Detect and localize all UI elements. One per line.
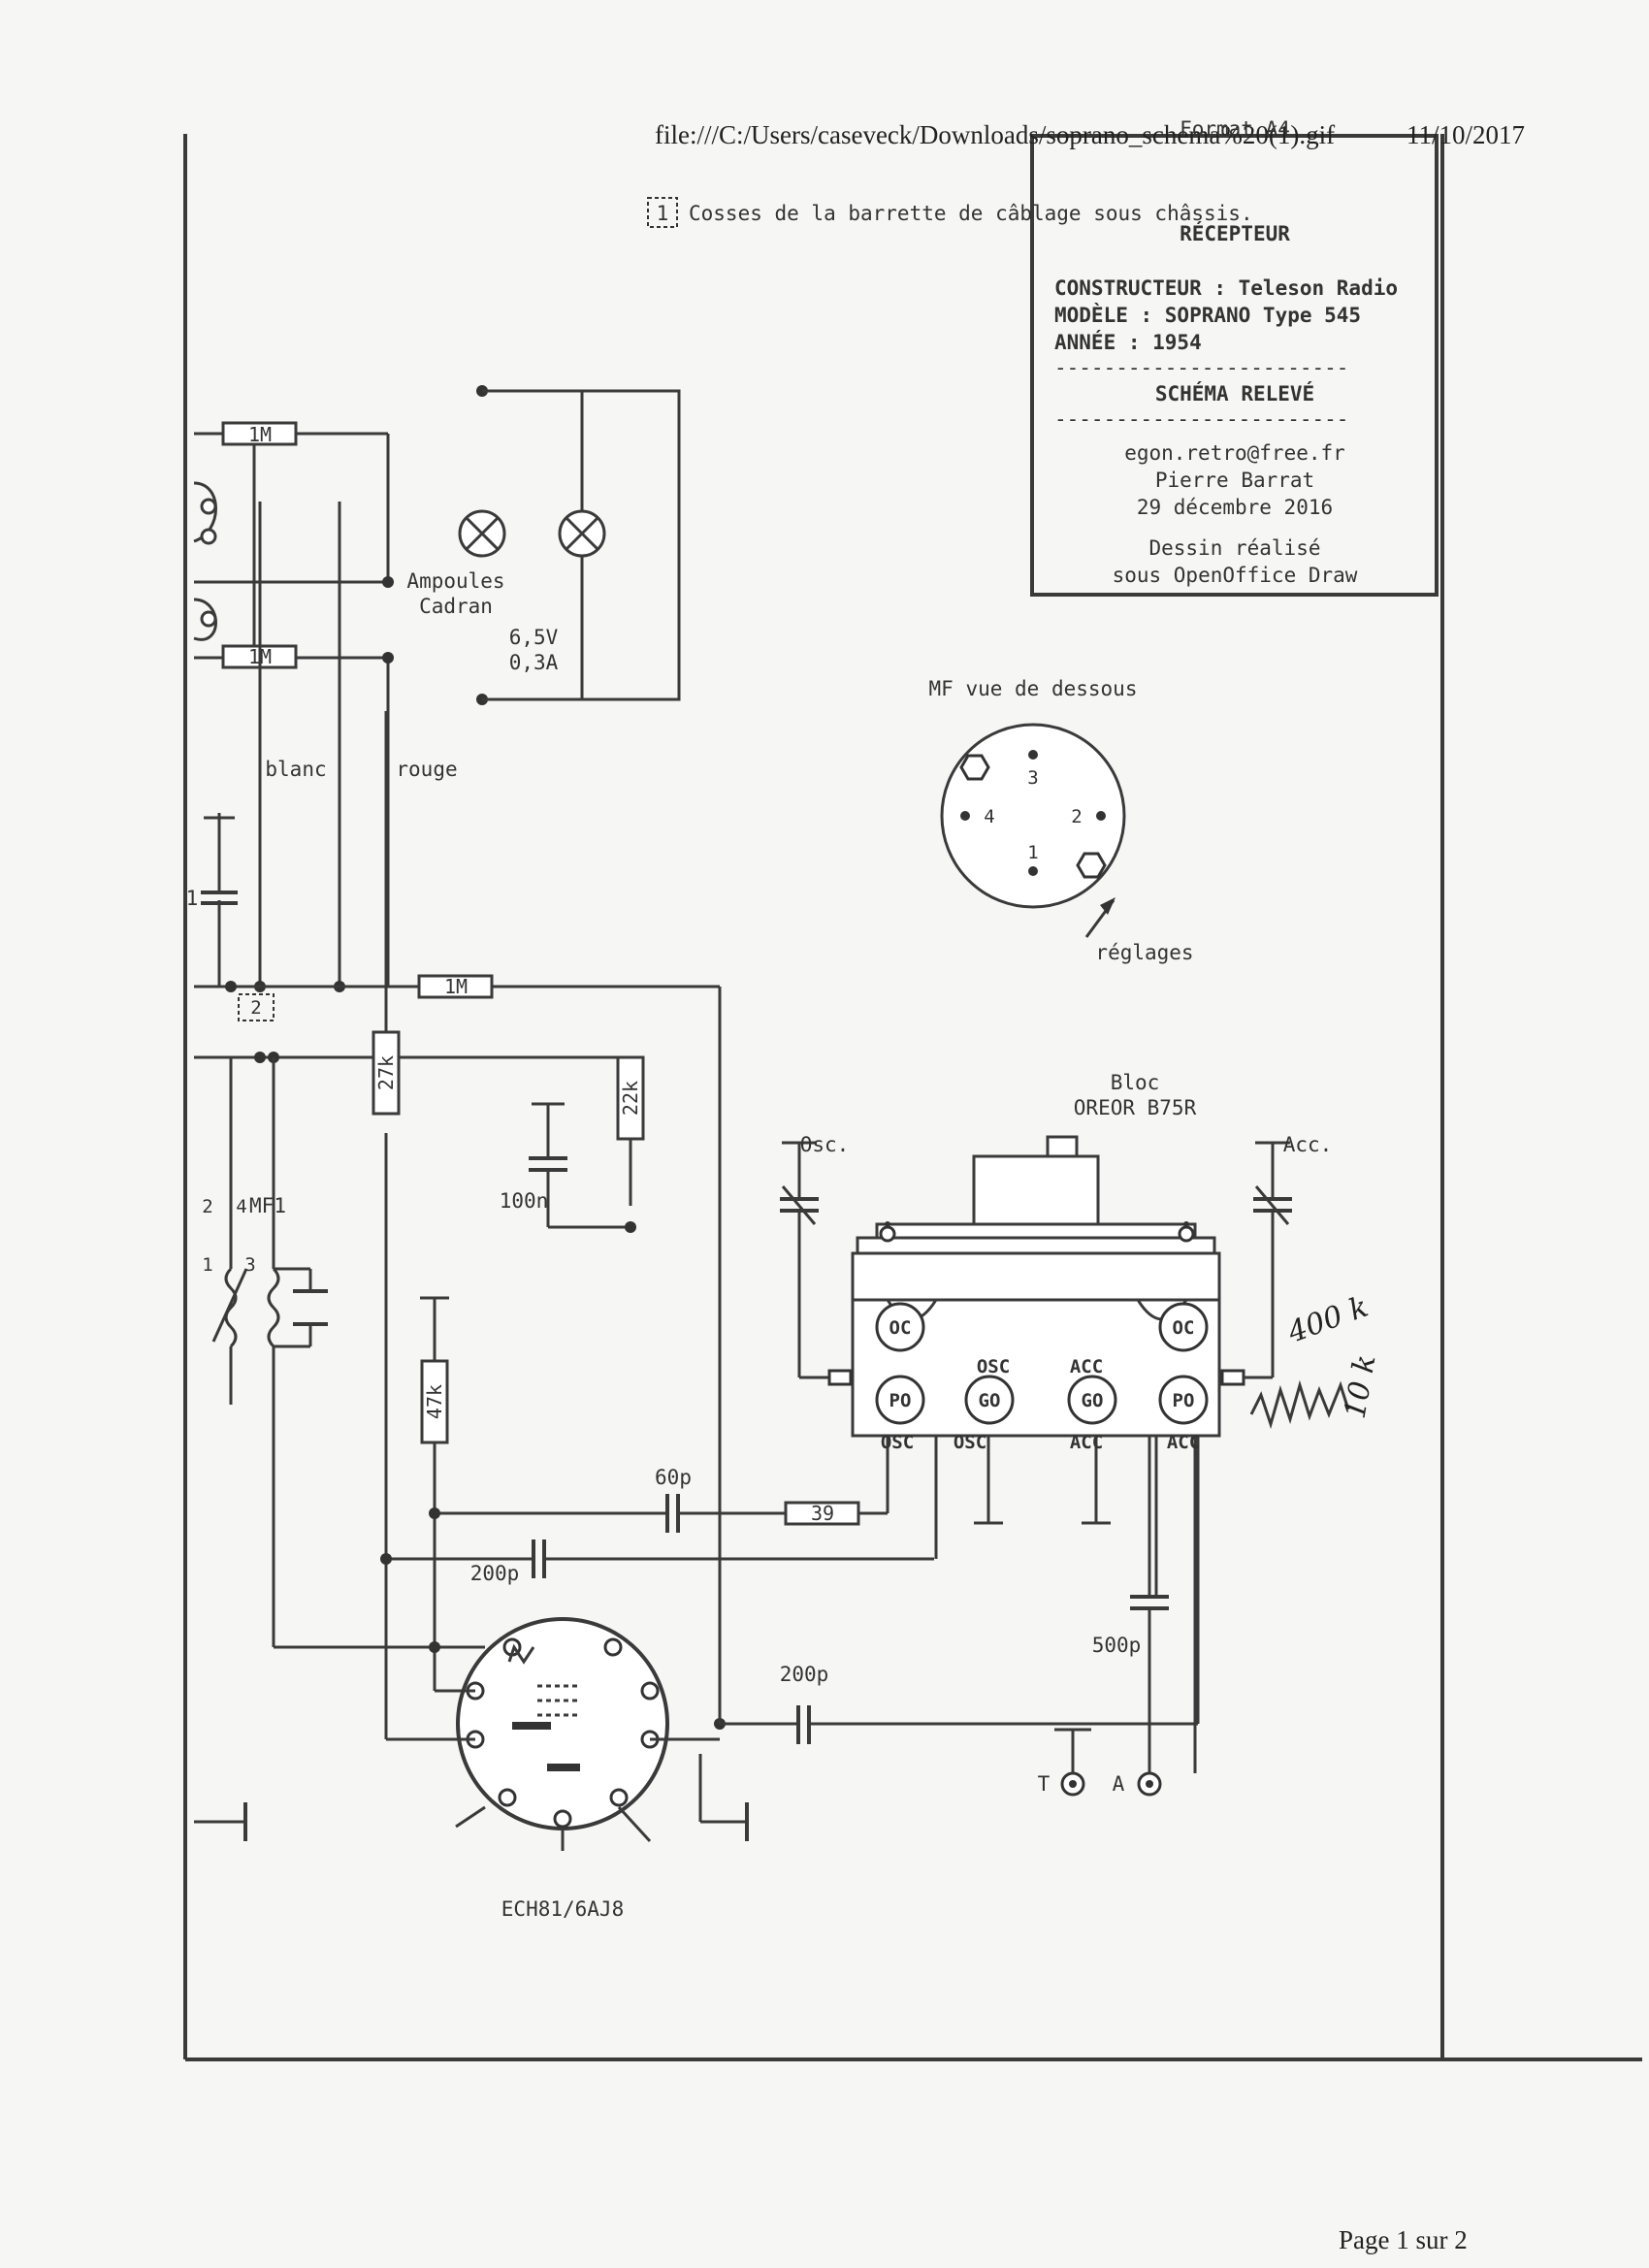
- lamp-1-icon: [558, 509, 606, 558]
- mf1-pin-1: 1: [202, 1254, 212, 1276]
- osc-trimmer-label: Osc.: [800, 1133, 850, 1156]
- terminal-a-label: A: [1113, 1772, 1125, 1796]
- title-year: ANNÉE : 1954: [1054, 330, 1202, 354]
- title-kind: SCHÉMA RELEVÉ: [1155, 381, 1314, 405]
- ref-2-label: 2: [250, 997, 261, 1019]
- ref-2-box: [238, 993, 275, 1021]
- mf-pin-4: 4: [984, 806, 994, 827]
- value-100n: 100n: [500, 1189, 549, 1213]
- ech81-tube: [456, 1617, 669, 1831]
- coil-oc-1: OC: [1173, 1317, 1195, 1339]
- value-500p: 500p: [1092, 1634, 1142, 1657]
- coil-oc-2: OC: [889, 1317, 912, 1339]
- wire-blanc-label: blanc: [265, 758, 326, 781]
- value-c1: 1: [186, 887, 199, 910]
- osc-trimmer: [780, 1141, 828, 1379]
- acc-trimmer-label: Acc.: [1283, 1133, 1333, 1156]
- chassis-note: Cosses de la barrette de câblage sous ch…: [689, 202, 1253, 225]
- coil-go-2: GO: [979, 1390, 1001, 1411]
- wire-rouge-label: rouge: [396, 758, 457, 781]
- block-label-2: OREOR B75R: [1074, 1096, 1197, 1119]
- title-constructor: CONSTRUCTEUR : Teleson Radio: [1054, 276, 1398, 300]
- footer-page-label: Page 1 sur 2: [1339, 2225, 1468, 2254]
- mf-view-adjust: réglages: [1095, 941, 1193, 964]
- coil-po-2: PO: [889, 1390, 912, 1411]
- mf1-pin-4: 4: [236, 1196, 246, 1217]
- mf-bottom-view: [940, 723, 1126, 938]
- handwritten-line-2: 400 k: [1282, 1290, 1373, 1350]
- resistor-27k: [372, 1030, 401, 1116]
- bloc-oreor: [827, 1135, 1245, 1458]
- value-1m-a: 1M: [248, 423, 272, 446]
- mf1-pin-2: 2: [202, 1196, 212, 1217]
- lamp-wiring: [580, 389, 681, 701]
- header-date: 11/10/2017: [1406, 120, 1525, 149]
- terminal-t-label: T: [1038, 1772, 1051, 1796]
- mf-pin-2: 2: [1071, 806, 1082, 827]
- title-separator-1: ------------------------: [1054, 356, 1348, 379]
- tube-label: ECH81/6AJ8: [501, 1897, 624, 1921]
- value-1m-c: 1M: [444, 975, 468, 998]
- block-bottom-acc-1: ACC: [1070, 1432, 1103, 1453]
- mf1-transformer: [211, 1057, 328, 1405]
- block-mid-osc: OSC: [977, 1356, 1010, 1377]
- resistor-47k: [420, 1359, 449, 1444]
- value-200p-a: 200p: [470, 1562, 520, 1585]
- chassis-ref-num: 1: [657, 202, 669, 225]
- coil-po-1: PO: [1173, 1390, 1195, 1411]
- block-bottom-osc-1: OSC: [881, 1432, 914, 1453]
- value-27k: 27k: [374, 1055, 398, 1090]
- title-credit-3: Format A4: [1180, 117, 1290, 141]
- mf-pin-3: 3: [1027, 767, 1038, 789]
- lamp-rating-2: 0,3A: [509, 651, 559, 674]
- mf-pin-1: 1: [1027, 842, 1038, 863]
- mf1-pin-3: 3: [244, 1254, 255, 1276]
- resistor-1m-b: [221, 421, 298, 446]
- title-email: egon.retro@free.fr: [1124, 441, 1345, 465]
- mf1-label: MF1: [249, 1194, 286, 1217]
- value-47k: 47k: [423, 1384, 446, 1419]
- chassis-ref-box: [647, 197, 678, 228]
- handwritten-line-1: 10 k: [1339, 1352, 1383, 1421]
- block-bottom-acc-2: ACC: [1167, 1432, 1200, 1453]
- title-block-box: [1030, 134, 1439, 597]
- value-1m-b: 1M: [248, 645, 272, 668]
- lamp-label-1: Ampoules: [406, 569, 504, 593]
- lamp-2-icon: [458, 509, 506, 558]
- value-200p-b: 200p: [780, 1663, 829, 1686]
- value-39: 39: [811, 1502, 834, 1525]
- lamp-rating-1: 6,5V: [509, 626, 559, 649]
- block-mid-acc: ACC: [1070, 1356, 1103, 1377]
- mf-view-caption: MF vue de dessous: [929, 677, 1138, 700]
- resistor-22k: [616, 1055, 645, 1141]
- header-file-path: file:///C:/Users/casevеck/Downloads/sopr…: [655, 120, 1335, 149]
- block-label-1: Bloc: [1111, 1071, 1160, 1094]
- value-22k: 22k: [619, 1081, 642, 1116]
- coil-go-1: GO: [1082, 1390, 1104, 1411]
- resistor-1m-c: [417, 974, 494, 999]
- title-heading: RÉCEPTEUR: [1180, 221, 1290, 245]
- block-bottom-osc-2: OSC: [954, 1432, 986, 1453]
- acc-trimmer: [1244, 1141, 1292, 1379]
- scribble: [1249, 1379, 1350, 1430]
- title-author: Pierre Barrat: [1155, 469, 1314, 492]
- title-credit-1: Dessin réalisé: [1148, 536, 1320, 560]
- lamp-label-2: Cadran: [419, 595, 493, 618]
- value-60p: 60p: [655, 1466, 692, 1489]
- title-separator-2: ------------------------: [1054, 407, 1348, 431]
- title-credit-2: sous OpenOffice Draw: [1113, 564, 1358, 587]
- title-date: 29 décembre 2016: [1137, 496, 1333, 519]
- title-model: MODÈLE : SOPRANO Type 545: [1054, 303, 1361, 327]
